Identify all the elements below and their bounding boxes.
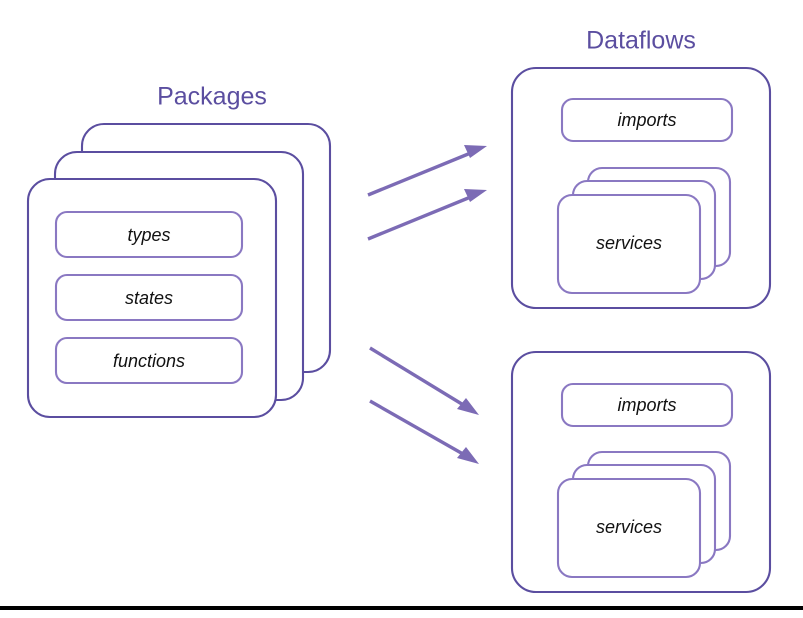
package-item-types[interactable]: types [54, 210, 244, 259]
package-item-states-box[interactable] [54, 273, 244, 322]
arrow-packages-to-dataflow-2-a [369, 346, 479, 415]
dataflow-box-2-imports-label: imports [617, 395, 676, 415]
package-item-functions[interactable]: functions [54, 336, 244, 385]
arrow-head-1 [464, 145, 487, 158]
dataflow-box-2-imports-box[interactable] [560, 382, 734, 428]
package-item-types-label: types [127, 225, 170, 245]
arrow-packages-to-dataflow-2-b [369, 399, 479, 464]
dataflow-box-2[interactable]: imports services [510, 350, 772, 594]
arrow-head-2 [464, 189, 487, 202]
dataflow-box-1-services-stack[interactable]: services [556, 166, 732, 295]
arrow-head-4 [457, 447, 479, 464]
dataflow-box-1-imports-box[interactable] [560, 97, 734, 143]
dataflow-box-1[interactable]: imports services [510, 66, 772, 310]
package-item-states[interactable]: states [54, 273, 244, 322]
arrow-packages-to-dataflow-1-a [367, 145, 487, 197]
dataflow-box-1-services-card-front[interactable] [556, 193, 702, 295]
package-item-functions-label: functions [113, 351, 185, 371]
bottom-divider [0, 606, 803, 610]
packages-group: Packages types states functions [26, 83, 332, 419]
dataflow-box-2-services-stack[interactable]: services [556, 450, 732, 579]
package-item-functions-box[interactable] [54, 336, 244, 385]
packages-title: Packages [157, 83, 267, 111]
dataflow-box-2-imports[interactable]: imports [560, 382, 734, 428]
dataflow-box-2-services-label: services [596, 517, 662, 537]
dataflow-box-1-services-label: services [596, 233, 662, 253]
package-item-types-box[interactable] [54, 210, 244, 259]
package-item-states-label: states [125, 288, 173, 308]
arrow-head-3 [457, 398, 479, 415]
dataflow-box-1-imports-label: imports [617, 110, 676, 130]
dataflow-box-2-services-card-front[interactable] [556, 477, 702, 579]
dataflow-box-1-imports[interactable]: imports [560, 97, 734, 143]
arrow-packages-to-dataflow-1-b [367, 189, 487, 241]
dataflows-title: Dataflows [586, 27, 696, 55]
